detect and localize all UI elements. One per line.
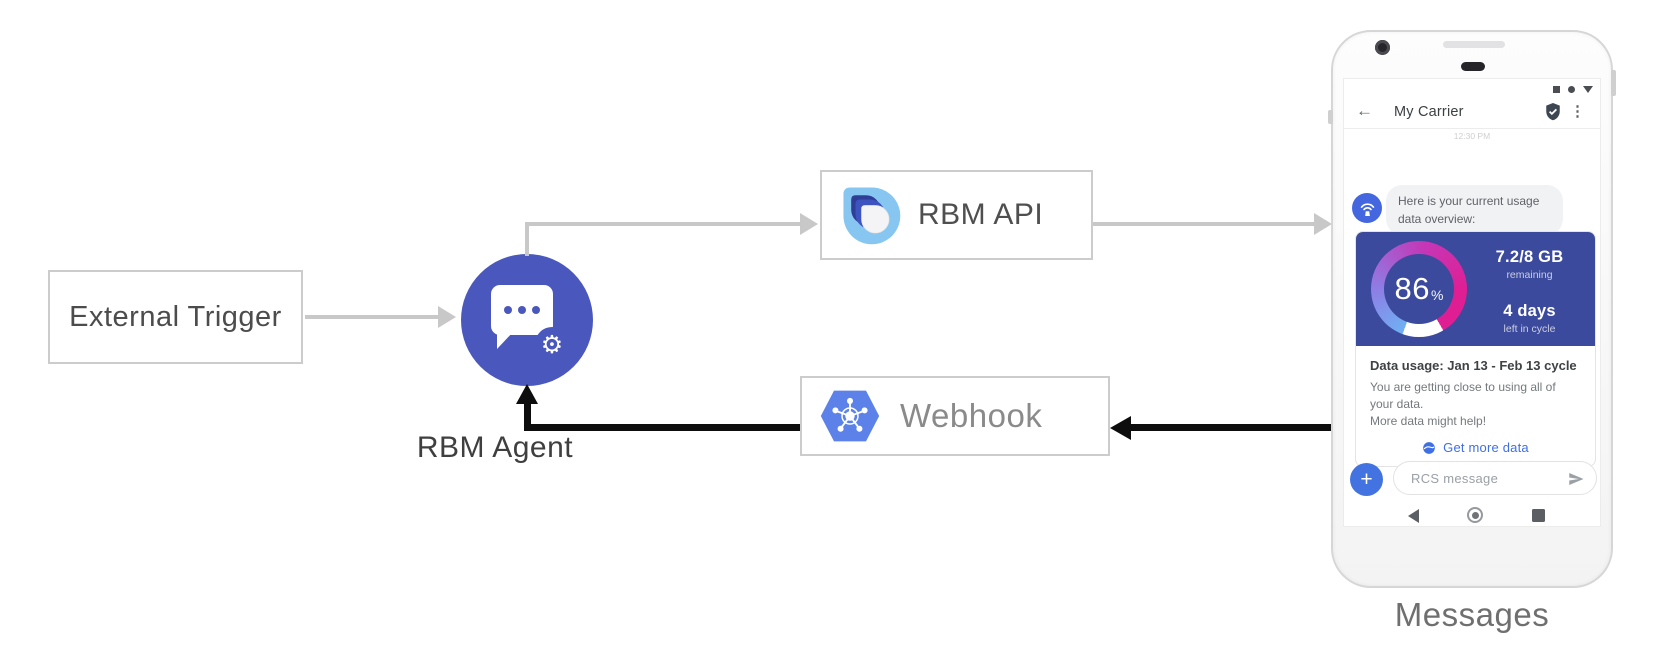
attach-plus-button[interactable]: + — [1350, 463, 1383, 496]
arrow-agent-to-api-horizontal — [525, 222, 800, 226]
back-arrow-icon[interactable]: ← — [1356, 101, 1373, 120]
arrowhead-webhook-to-agent — [516, 384, 538, 404]
power-button — [1611, 70, 1616, 96]
speaker-slot — [1443, 41, 1505, 48]
usage-donut-gauge: 86 % — [1371, 241, 1467, 337]
remaining-label: remaining — [1506, 269, 1553, 281]
camera-icon — [1375, 40, 1390, 55]
hotspot-icon — [1360, 202, 1374, 216]
status-bar — [1553, 86, 1593, 93]
arrow-api-to-phone — [1093, 222, 1316, 226]
get-more-data-label: Get more data — [1443, 440, 1529, 456]
usage-stats: 7.2/8 GB remaining 4 days left in cycle — [1470, 232, 1589, 346]
globe-icon — [1423, 441, 1435, 454]
earpiece-slot — [1461, 62, 1485, 71]
nav-back-button[interactable] — [1408, 509, 1419, 523]
arrowhead-trigger-to-agent — [438, 306, 456, 328]
external-trigger-label: External Trigger — [69, 300, 282, 333]
remaining-value: 7.2/8 GB — [1495, 248, 1564, 266]
arrowhead-phone-to-webhook — [1110, 416, 1131, 440]
nav-recents-button[interactable] — [1532, 509, 1545, 522]
rbm-agent-label: RBM Agent — [416, 431, 574, 464]
verified-badge-icon — [1544, 102, 1562, 122]
arrowhead-api-to-phone — [1314, 213, 1332, 235]
phone-frame: ← My Carrier ⋮ 12:30 PM — [1328, 30, 1616, 588]
rbm-api-label: RBM API — [918, 198, 1044, 231]
external-trigger-box: External Trigger — [48, 270, 303, 364]
arrow-phone-to-webhook — [1129, 424, 1331, 431]
usage-card-body: Data usage: Jan 13 - Feb 13 cycle You ar… — [1356, 346, 1595, 466]
usage-percent: 86 % — [1394, 271, 1444, 306]
phone-screen: ← My Carrier ⋮ 12:30 PM — [1343, 78, 1601, 527]
send-icon[interactable] — [1567, 470, 1585, 493]
messages-caption: Messages — [1394, 596, 1550, 633]
get-more-data-button[interactable]: Get more data — [1370, 440, 1581, 455]
arrow-trigger-to-agent — [305, 315, 440, 319]
rcs-message-input[interactable] — [1411, 470, 1541, 486]
cycle-days-label: left in cycle — [1503, 323, 1556, 335]
rbm-api-box: RBM API — [820, 170, 1093, 260]
webhook-box: Webhook — [800, 376, 1110, 456]
chat-bubble: Here is your current usage data overview… — [1386, 185, 1563, 235]
bubble-text-line2: data overview: — [1398, 212, 1476, 226]
bubble-text-line1: Here is your current usage — [1398, 194, 1540, 208]
sim-tray — [1328, 110, 1333, 124]
usage-gauge-panel: 86 % 7.2/8 GB remaining 4 days left in c… — [1356, 232, 1595, 346]
gear-icon: ⚙ — [535, 327, 569, 361]
status-square-icon — [1553, 86, 1560, 93]
chat-gear-icon: ⚙ — [487, 283, 569, 361]
usage-card: 86 % 7.2/8 GB remaining 4 days left in c… — [1355, 231, 1596, 468]
conversation-title: My Carrier — [1394, 104, 1464, 120]
overflow-menu-icon[interactable]: ⋮ — [1570, 103, 1585, 120]
message-timestamp: 12:30 PM — [1453, 131, 1491, 141]
arrow-webhook-to-agent-horizontal — [524, 424, 800, 431]
conversation-header: ← My Carrier ⋮ — [1344, 95, 1600, 129]
arrow-agent-to-api-vertical — [525, 226, 529, 256]
webhook-label: Webhook — [900, 397, 1043, 434]
usage-card-text: You are getting close to using all of yo… — [1370, 380, 1556, 429]
carrier-avatar — [1352, 193, 1382, 223]
usage-card-title: Data usage: Jan 13 - Feb 13 cycle — [1370, 358, 1577, 373]
status-circle-icon — [1568, 86, 1575, 93]
rbm-api-logo-icon — [843, 187, 901, 245]
arrow-webhook-to-agent-vertical — [524, 402, 531, 428]
nav-home-button[interactable] — [1467, 507, 1483, 523]
rbm-agent-node: ⚙ — [461, 254, 593, 386]
message-input-pill — [1393, 461, 1597, 495]
webhook-hexagon-icon — [820, 390, 880, 442]
arrowhead-agent-to-api — [800, 213, 818, 235]
status-triangle-icon — [1583, 86, 1593, 93]
cycle-days-value: 4 days — [1503, 302, 1556, 320]
